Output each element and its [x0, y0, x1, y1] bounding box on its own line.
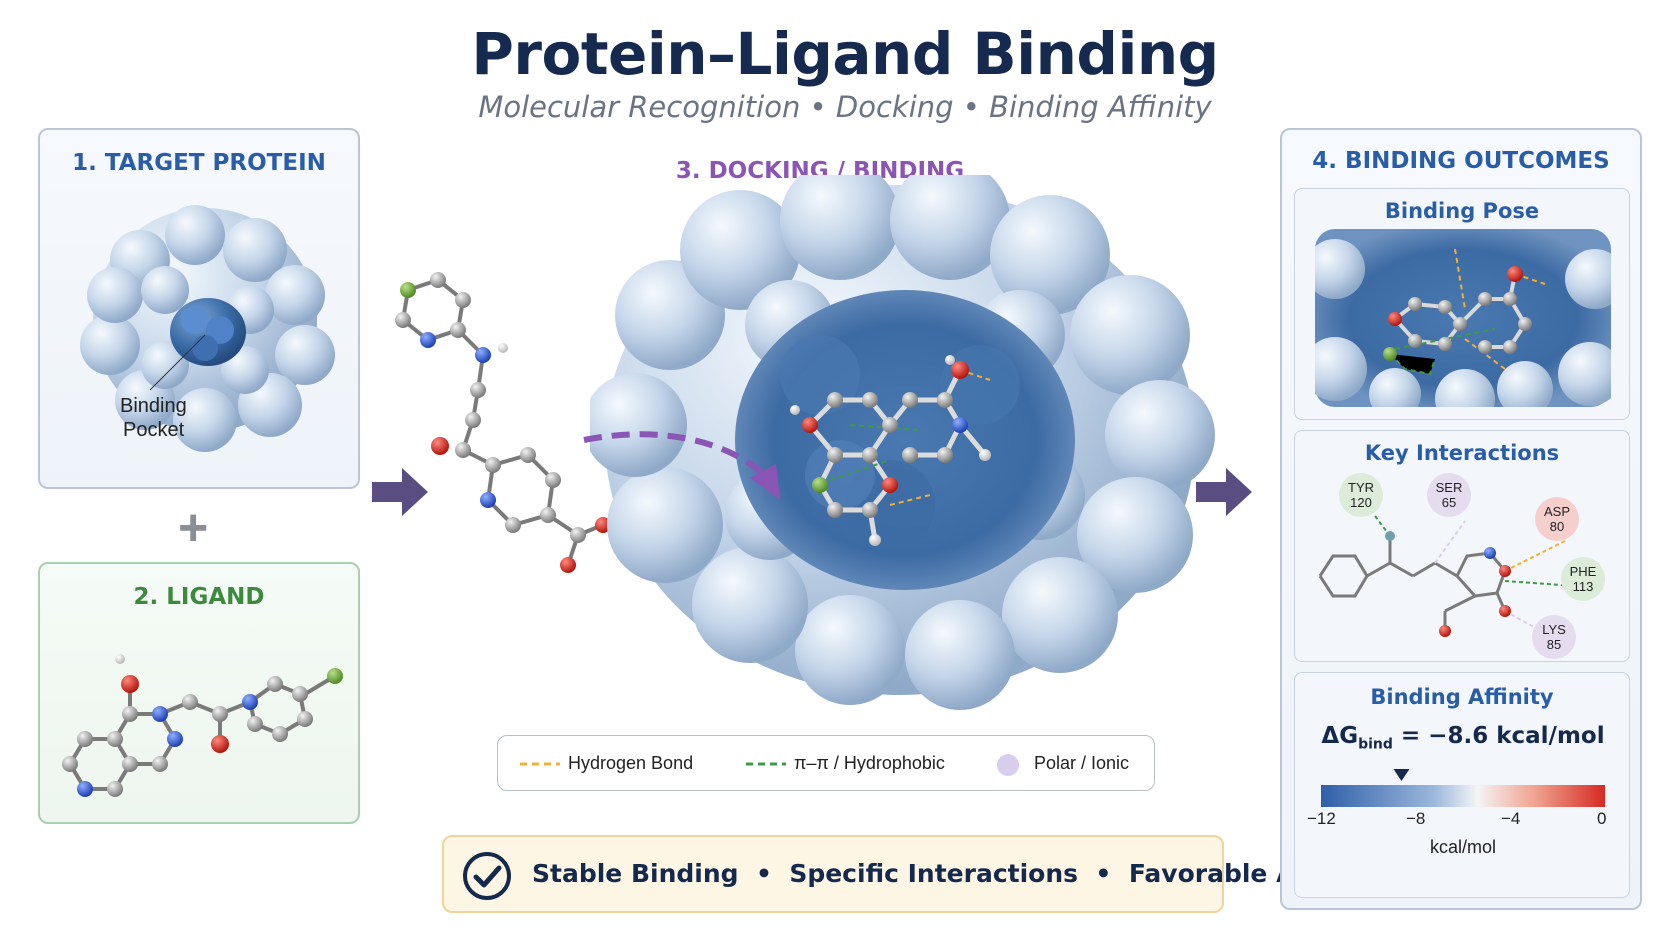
legend-polar: Polar / Ionic [1034, 753, 1130, 773]
interaction-diagram-image [1318, 515, 1576, 637]
arrow-right-icon-2 [1196, 468, 1252, 516]
binding-pose-image [1315, 229, 1611, 407]
free-ligand-image [395, 272, 611, 573]
legend-hbond: Hydrogen Bond [568, 753, 694, 773]
affinity-value: = −8.6 kcal/mol [1400, 723, 1605, 749]
scale-tick-3: −4 [1501, 809, 1521, 828]
hbond-swatch-icon [520, 762, 560, 766]
residue-name: TYR [1348, 480, 1374, 495]
pocket-label-line2: Pocket [123, 419, 185, 441]
residue-name: ASP [1543, 504, 1570, 519]
summary-text: Stable Binding • Specific Interactions •… [532, 859, 1378, 888]
docking-arrow-icon [583, 431, 780, 500]
page-title: Protein–Ligand Binding [471, 20, 1219, 88]
residue-number: 65 [1441, 495, 1457, 510]
hydrophobic-swatch-icon [746, 762, 786, 766]
affinity-subscript: bind [1358, 736, 1393, 753]
key-interactions-title: Key Interactions [1364, 441, 1560, 465]
residue-number: 120 [1350, 495, 1372, 510]
scale-tick-4: 0 [1597, 809, 1607, 828]
binding-outcomes-title: 4. BINDING OUTCOMES [1312, 148, 1610, 174]
checkmark-circle-icon [463, 852, 511, 900]
legend-hydrophobic: π–π / Hydrophobic [794, 753, 945, 773]
ligand-structure-image [62, 654, 343, 797]
residue-name: SER [1435, 480, 1463, 495]
residue-number: 85 [1546, 637, 1562, 652]
ligand-title: 2. LIGAND [133, 584, 265, 610]
pocket-label-line1: Binding [120, 395, 187, 417]
polar-swatch-icon [997, 754, 1019, 776]
binding-pose-title: Binding Pose [1384, 199, 1540, 223]
residue-name: PHE [1569, 564, 1597, 579]
protein-surface-image: Binding Pocket [80, 205, 335, 452]
affinity-scale-bar [1321, 769, 1605, 807]
arrow-right-icon-1 [372, 468, 428, 516]
residue-number: 80 [1549, 519, 1565, 534]
affinity-gradient [1321, 785, 1605, 807]
scale-tick-2: −8 [1406, 809, 1426, 828]
scale-unit: kcal/mol [1429, 837, 1496, 857]
binding-pose-card: Binding Pose [1294, 188, 1630, 420]
residue-number: 113 [1572, 579, 1594, 594]
ligand-panel: 2. LIGAND [38, 562, 360, 824]
binding-affinity-card: Binding Affinity ΔGbind = −8.6 kcal/mol … [1294, 672, 1630, 898]
summary-banner: Stable Binding • Specific Interactions •… [442, 835, 1378, 913]
docking-complex-image [590, 175, 1215, 710]
affinity-prefix: ΔG [1321, 723, 1359, 749]
scale-tick-1: −12 [1307, 809, 1336, 828]
target-protein-title: 1. TARGET PROTEIN [72, 150, 326, 176]
residue-name: LYS [1542, 622, 1566, 637]
binding-affinity-title: Binding Affinity [1370, 685, 1554, 709]
target-protein-panel: 1. TARGET PROTEIN Binding Pocket [38, 128, 360, 489]
affinity-marker-icon [1393, 769, 1410, 781]
plus-sign: + [178, 499, 209, 557]
page-subtitle: Molecular Recognition • Docking • Bindin… [478, 90, 1212, 124]
binding-outcomes-panel: 4. BINDING OUTCOMES Binding Pose [1280, 128, 1642, 910]
affinity-value-line: ΔGbind = −8.6 kcal/mol [1295, 723, 1631, 753]
interaction-legend: Hydrogen Bond π–π / Hydrophobic Polar / … [497, 735, 1155, 791]
